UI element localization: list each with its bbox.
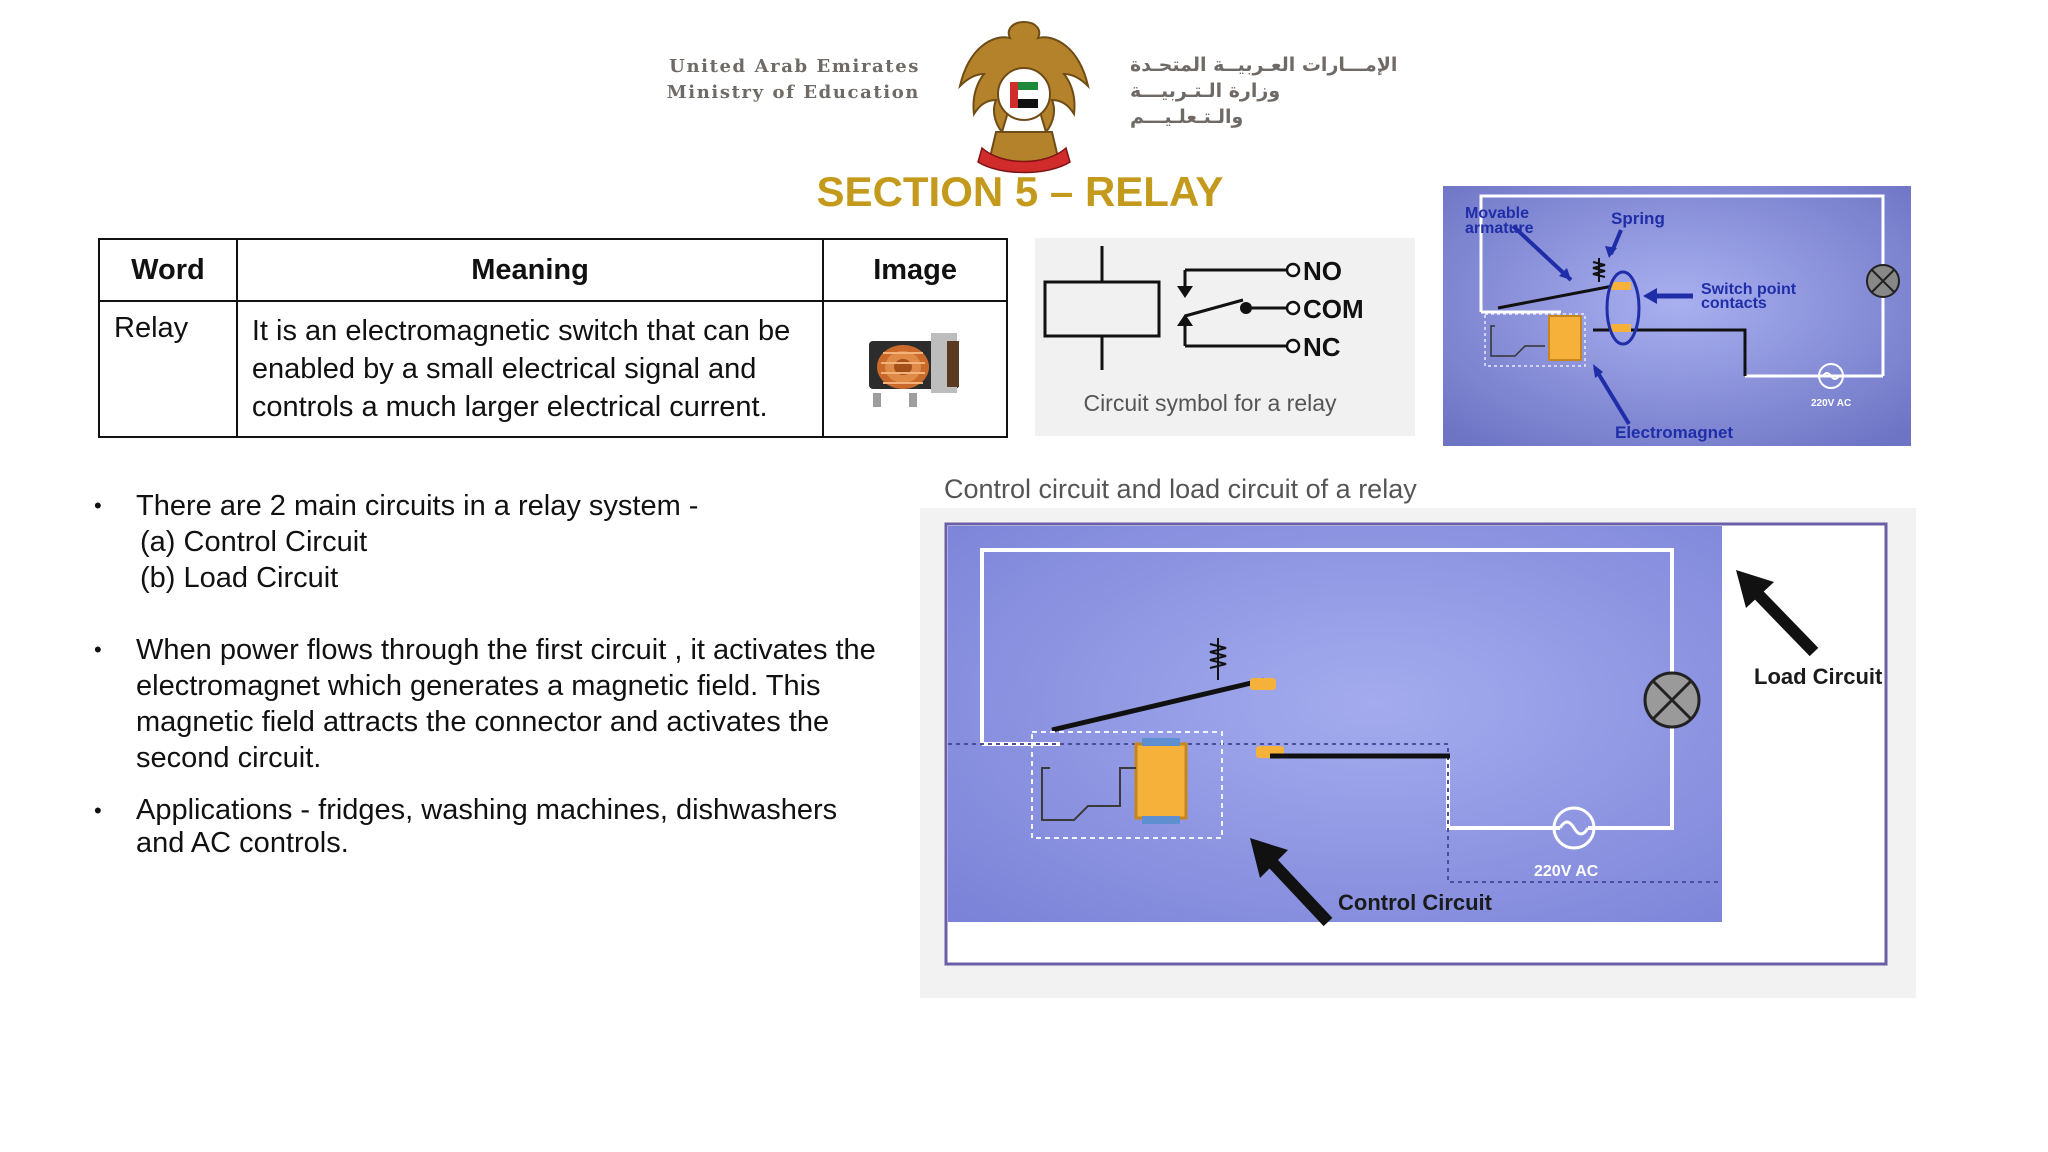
electromagnet-label: Electromagnet (1615, 423, 1733, 442)
circuit-symbol-panel: NO COM NC (1035, 238, 1415, 436)
ministry-name-arabic: الإمـــارات العـربيــة المتحـدة وزارة ال… (1130, 52, 1400, 130)
switch-contacts-label-2: contacts (1701, 295, 1767, 312)
bullet-text: Applications - fridges, washing machines… (136, 794, 838, 859)
no-label: NO (1303, 256, 1342, 286)
movable-armature-label-2: armature (1465, 220, 1534, 237)
bullet-dot: • (94, 493, 102, 518)
sub-item-load: (b) Load Circuit (140, 562, 339, 594)
com-label: COM (1303, 294, 1364, 324)
bullet-dot: • (94, 637, 102, 662)
section-title: SECTION 5 – RELAY (816, 168, 1224, 215)
uae-arabic: الإمـــارات العـربيــة المتحـدة (1130, 54, 1398, 76)
list-item: • Applications - fridges, washing machin… (94, 794, 884, 860)
vocabulary-table: Word Meaning Image Relay It is an electr… (98, 238, 1008, 438)
table-header-row: Word Meaning Image (98, 238, 1008, 302)
load-circuit-label: Load Circuit (1754, 664, 1883, 689)
table-row: Relay It is an electromagnetic switch th… (98, 300, 1008, 438)
ac-voltage-label: 220V AC (1534, 863, 1599, 880)
control-load-circuit-diagram: 220V AC (920, 508, 1916, 998)
switch-contacts-label: Switch point (1701, 281, 1797, 298)
relay-photo-icon (869, 333, 960, 407)
nc-label: NC (1303, 332, 1341, 362)
symbol-caption: Circuit symbol for a relay (1083, 390, 1337, 416)
sub-item-control: (a) Control Circuit (140, 526, 368, 558)
image-cell (822, 300, 1008, 438)
header-word: Word (98, 238, 238, 302)
bullet-list: • There are 2 main circuits in a relay s… (94, 488, 884, 860)
meaning-cell: It is an electromagnetic switch that can… (235, 300, 825, 438)
bullet-text: When power flows through the first circu… (136, 634, 876, 774)
ministry-name-english: United Arab Emirates Ministry of Educati… (650, 54, 920, 106)
list-item: • There are 2 main circuits in a relay s… (94, 488, 884, 596)
header-image: Image (822, 238, 1008, 302)
header-meaning: Meaning (235, 238, 825, 302)
voltage-label: 220V AC (1811, 398, 1851, 409)
moe-arabic: وزارة الـتـربيـــة والـتـعلـيـــم (1130, 80, 1281, 128)
bullet-dot: • (94, 798, 102, 823)
movable-armature-label: Movable (1465, 205, 1529, 222)
uae-english: United Arab Emirates (669, 56, 920, 77)
circuit-diagram-caption: Control circuit and load circuit of a re… (944, 474, 1417, 504)
bullet-text: There are 2 main circuits in a relay sys… (136, 490, 699, 522)
list-item: • When power flows through the first cir… (94, 632, 884, 776)
control-circuit-label: Control Circuit (1338, 890, 1492, 915)
moe-english: Ministry of Education (666, 82, 920, 103)
word-cell: Relay (98, 300, 238, 438)
uae-emblem-logo (958, 20, 1090, 174)
relay-parts-diagram: 220V AC Movable armature Spring Switch p… (1443, 186, 1911, 446)
relay-symbol-diagram: NO COM NC (1043, 246, 1364, 370)
spring-label: Spring (1611, 209, 1665, 228)
